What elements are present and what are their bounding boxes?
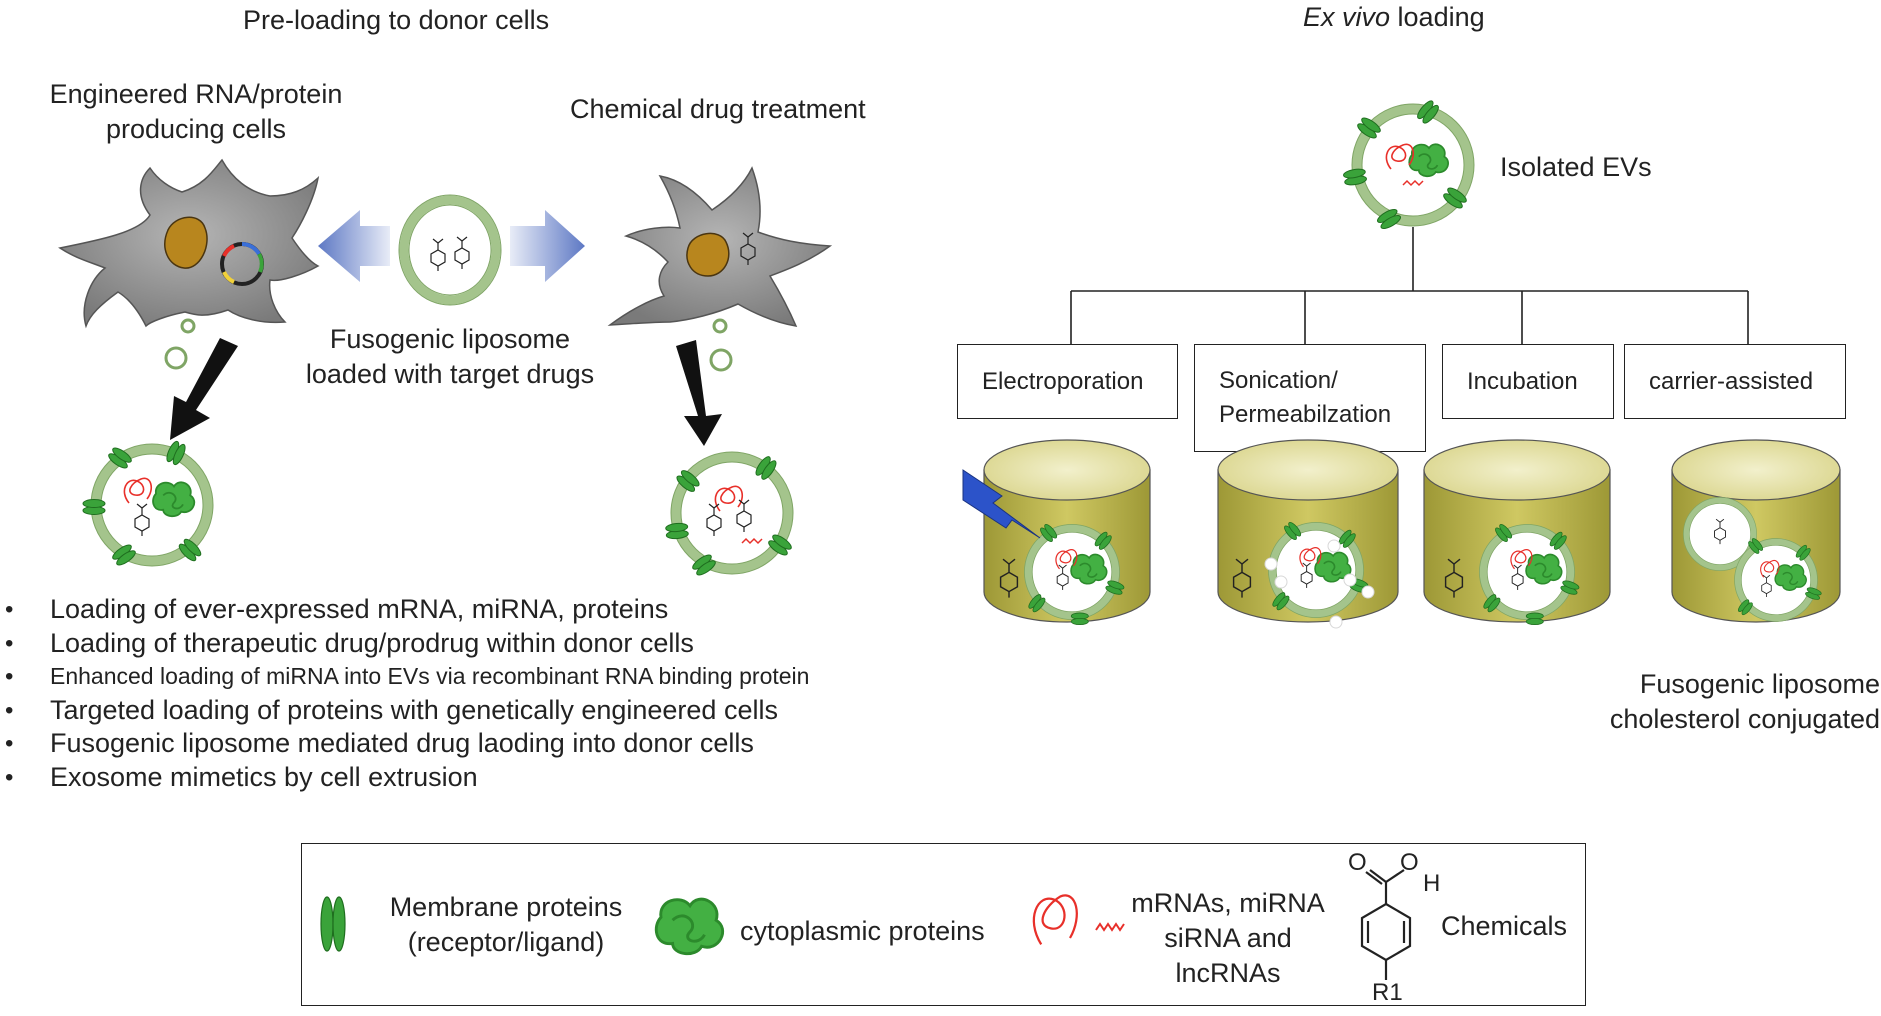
method-electroporation-label: Electroporation [982,367,1144,395]
bullet-item: Fusogenic liposome mediated drug laoding… [0,727,809,761]
legend-membrane-label: Membrane proteins (receptor/ligand) [370,890,642,960]
engineered-label-line1: Engineered RNA/protein [49,79,343,109]
method-tree-lines [1070,227,1749,344]
fuso-chol-line2: cholesterol conjugated [1609,704,1880,734]
heading-exvivo-rest: loading [1390,2,1485,32]
legend-membrane-line2: (receptor/ligand) [407,927,605,957]
legend [301,843,1586,1006]
legend-membrane-line1: Membrane proteins [389,892,623,922]
fusogenic-liposome [398,194,502,306]
bullet-item: Loading of ever-expressed mRNA, miRNA, p… [0,593,809,627]
fusogenic-label-line1: Fusogenic liposome [329,324,571,354]
bullet-item: Targeted loading of proteins with geneti… [0,694,809,728]
legend-cytoplasmic-label: cytoplasmic proteins [740,916,985,946]
method-sonication: Sonication/ Permeabilzation [1194,344,1426,452]
cytoplasmic-protein-icon [654,897,725,956]
vesicle-bubble [180,318,196,334]
vesicle-bubble [709,348,733,372]
method-sonication-line1: Sonication/ [1219,367,1338,394]
bullet-item: Loading of therapeutic drug/prodrug with… [0,627,809,661]
legend-rna-line2: siRNA and [1164,923,1292,953]
engineered-cell-nucleus [164,216,208,269]
cylinder-electroporation [983,439,1151,626]
method-incubation-label: Incubation [1467,367,1578,395]
fusogenic-liposome-label: Fusogenic liposome loaded with target dr… [270,322,630,392]
plasmid-ring [220,242,264,286]
heading-preloading: Pre-loading to donor cells [243,5,550,35]
legend-rna-line1: mRNAs, miRNA [1131,888,1325,918]
treated-cell-nucleus [686,232,730,277]
bullet-item: Enhanced loading of miRNA into EVs via r… [0,660,809,694]
fuso-chol-line1: Fusogenic liposome [1639,669,1880,699]
method-electroporation: Electroporation [957,344,1178,419]
blue-arrow-right [510,210,585,282]
fusogenic-label-line2: loaded with target drugs [305,359,595,389]
heading-exvivo: Ex vivo loading [1303,0,1485,35]
legend-rna-label: mRNAs, miRNA siRNA and lncRNAs [1120,886,1336,991]
fusogenic-cholesterol-label: Fusogenic liposome cholesterol conjugate… [1580,667,1880,737]
bullet-item: Exosome mimetics by cell extrusion [0,761,809,795]
cylinder-carrier-assisted [1671,439,1841,622]
bullet-list: Loading of ever-expressed mRNA, miRNA, p… [0,593,809,794]
vesicle-bubble [164,346,188,370]
rna-strand-icon [1095,922,1125,932]
lightning-bolt-icon [962,469,1041,539]
rna-loop-icon [1032,894,1078,945]
vesicle-bubble [712,318,728,334]
chem-o-atom: O [1348,849,1367,876]
blue-arrow-left [318,210,390,282]
chem-r1: R1 [1372,979,1403,1006]
engineered-ev [82,440,213,568]
chemical-treatment-label: Chemical drug treatment [570,94,866,124]
method-incubation: Incubation [1442,344,1614,419]
isolated-ev [1342,98,1474,232]
membrane-protein-icon [320,896,346,952]
chem-oh-h: H [1423,870,1440,897]
chemical-structure-icon [1360,869,1412,980]
method-sonication-line2: Permeabilzation [1219,401,1392,428]
method-carrier-label: carrier-assisted [1649,367,1814,395]
secretion-arrow-right [676,340,722,446]
drug-loaded-ev [664,452,793,577]
engineered-label-line2: producing cells [105,114,287,144]
engineered-cells-label: Engineered RNA/protein producing cells [0,77,392,147]
isolated-evs-label: Isolated EVs [1500,152,1652,182]
cylinder-sonication [1217,439,1399,629]
cylinder-incubation [1423,439,1611,626]
heading-exvivo-italic: Ex vivo [1303,2,1391,32]
legend-rna-line3: lncRNAs [1175,958,1281,988]
method-carrier-assisted: carrier-assisted [1624,344,1846,419]
chem-oh-o: O [1400,849,1419,876]
secretion-arrow-left [170,338,238,440]
legend-chemicals-label: Chemicals [1441,911,1568,941]
